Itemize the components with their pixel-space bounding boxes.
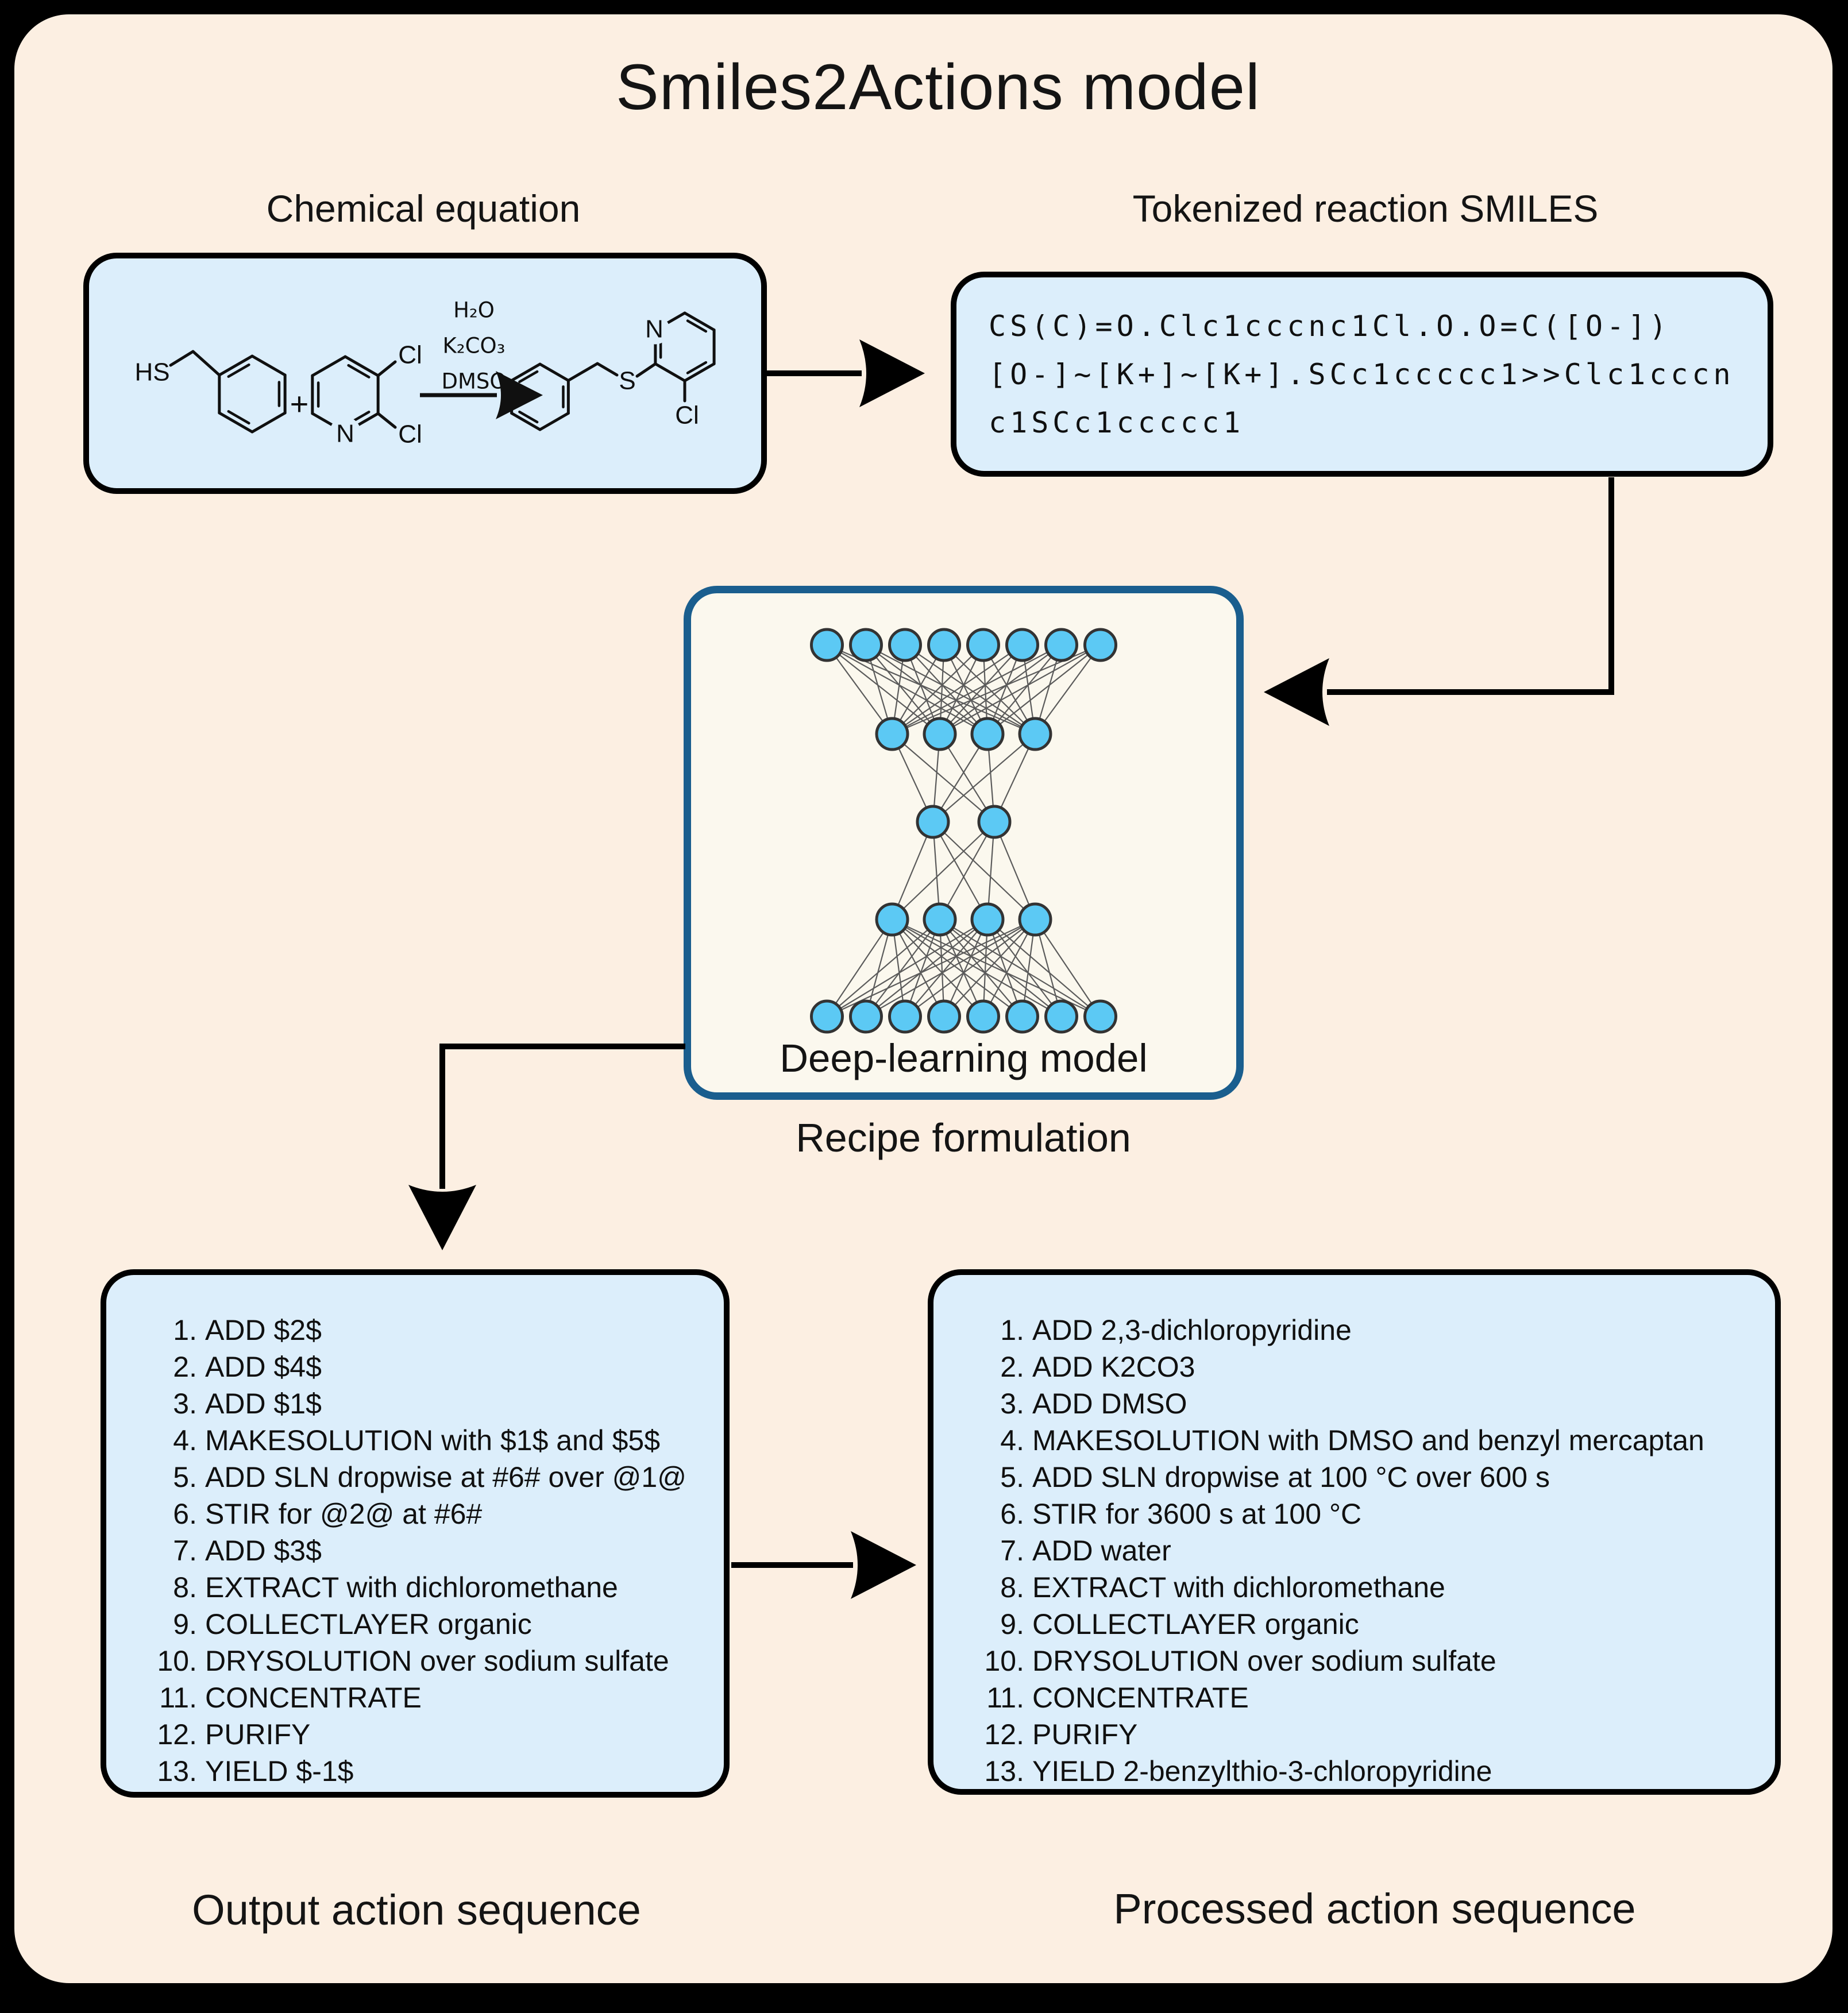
- action-row: 6.STIR for @2@ at #6#: [173, 1498, 483, 1530]
- reagent-k2co3: K₂CO₃: [443, 334, 506, 358]
- action-row: 4.MAKESOLUTION with $1$ and $5$: [173, 1424, 661, 1456]
- network-node: [927, 999, 961, 1034]
- action-row: 5.ADD SLN dropwise at 100 °C over 600 s: [1000, 1461, 1550, 1493]
- action-row: 9.COLLECTLAYER organic: [173, 1608, 532, 1640]
- network-node: [810, 999, 844, 1034]
- network-node: [1083, 628, 1117, 662]
- smiles-line: [O-]~[K+]~[K+].SCc1ccccc1>>Clc1cccn: [989, 357, 1735, 391]
- network-node: [966, 628, 1000, 662]
- action-row: 6.STIR for 3600 s at 100 °C: [1000, 1498, 1362, 1530]
- action-row: 7.ADD water: [1000, 1535, 1171, 1567]
- action-row: 8.EXTRACT with dichloromethane: [173, 1571, 618, 1604]
- network-node: [1005, 628, 1039, 662]
- tokenized-smiles-panel: CS(C)=O.Clc1cccnc1Cl.O.O=C([O-]) [O-]~[K…: [951, 272, 1773, 477]
- network-node: [849, 999, 883, 1034]
- network-node: [923, 717, 957, 751]
- reagent-water: H₂O: [453, 298, 495, 323]
- action-row: 5.ADD SLN dropwise at #6# over @1@: [173, 1461, 686, 1493]
- action-row: 10.DRYSOLUTION over sodium sulfate: [984, 1645, 1496, 1677]
- sulfide-atom-label: S: [619, 367, 635, 395]
- network-node: [966, 999, 1000, 1034]
- arrow-chem-to-smiles-icon: [767, 339, 925, 407]
- product-nitrogen-label: N: [645, 315, 663, 343]
- plus-sign: +: [290, 386, 309, 422]
- action-row: 10.DRYSOLUTION over sodium sulfate: [157, 1645, 669, 1677]
- network-node: [849, 628, 883, 662]
- arrow-output-to-processed-icon: [731, 1531, 916, 1599]
- network-node: [977, 805, 1012, 839]
- tokenized-smiles-label: Tokenized reaction SMILES: [1132, 187, 1599, 230]
- pyridine-nitrogen-label: N: [336, 420, 354, 448]
- network-node: [875, 717, 909, 751]
- action-row: 9.COLLECTLAYER organic: [1000, 1608, 1359, 1640]
- network-node: [970, 717, 1005, 751]
- action-row: 13.YIELD $-1$: [157, 1755, 354, 1787]
- network-node: [1018, 717, 1052, 751]
- arrow-smiles-to-model-icon: [1264, 477, 1614, 726]
- action-row: 4.MAKESOLUTION with DMSO and benzyl merc…: [1000, 1424, 1704, 1456]
- network-node: [923, 902, 957, 937]
- network-node: [888, 999, 922, 1034]
- action-row: 8.EXTRACT with dichloromethane: [1000, 1571, 1445, 1604]
- chloro-top-label: Cl: [398, 341, 422, 369]
- chloro-bottom-label: Cl: [398, 420, 422, 449]
- network-node: [916, 805, 950, 839]
- smiles-line: c1SCc1ccccc1: [989, 405, 1245, 439]
- reaction-scheme-drawing: HS + N Cl Cl H₂O K₂CO₃ DMSO S N Cl: [134, 298, 716, 449]
- neural-network-icon: [810, 628, 1117, 1034]
- action-row: 2.ADD $4$: [173, 1351, 322, 1383]
- action-row: 2.ADD K2CO3: [1000, 1351, 1195, 1383]
- chemical-equation-label: Chemical equation: [266, 187, 581, 230]
- page-title: Smiles2Actions model: [616, 51, 1260, 123]
- network-node: [1083, 999, 1117, 1034]
- chemical-equation-panel: HS + N Cl Cl H₂O K₂CO₃ DMSO S N Cl: [83, 253, 767, 494]
- output-sequence-label: Output action sequence: [192, 1886, 641, 1934]
- action-row: 3.ADD $1$: [173, 1388, 322, 1420]
- product-chloro-label: Cl: [675, 401, 699, 430]
- network-node: [927, 628, 961, 662]
- processed-action-sequence-panel: 1.ADD 2,3-dichloropyridine 2.ADD K2CO3 3.A…: [928, 1269, 1781, 1795]
- reaction-arrowhead-icon: [496, 371, 543, 419]
- network-node: [888, 628, 922, 662]
- action-row: 12.PURIFY: [984, 1718, 1138, 1751]
- network-node: [1044, 628, 1078, 662]
- action-row: 3.ADD DMSO: [1000, 1388, 1187, 1420]
- deep-learning-model-panel: Deep-learning model: [684, 586, 1244, 1100]
- action-row: 1.ADD $2$: [173, 1314, 322, 1346]
- action-row: 7.ADD $3$: [173, 1535, 322, 1567]
- thiol-atom-label: HS: [134, 358, 169, 387]
- network-node: [875, 902, 909, 937]
- network-node: [970, 902, 1005, 937]
- network-node: [1005, 999, 1039, 1034]
- arrow-model-to-output-icon: [408, 1044, 685, 1250]
- deep-learning-model-caption: Deep-learning model: [780, 1036, 1148, 1080]
- action-row: 11.CONCENTRATE: [159, 1682, 422, 1714]
- smiles-line: CS(C)=O.Clc1cccnc1Cl.O.O=C([O-]): [989, 309, 1671, 343]
- output-action-sequence-panel: 1.ADD $2$ 2.ADD $4$ 3.ADD $1$ 4.MAKESOLUTIO…: [101, 1269, 730, 1798]
- figure-canvas: Smiles2Actions model Chemical equation T…: [14, 14, 1832, 1983]
- network-node: [810, 628, 844, 662]
- network-node: [1044, 999, 1078, 1034]
- action-row: 1.ADD 2,3-dichloropyridine: [1000, 1314, 1352, 1346]
- processed-sequence-label: Processed action sequence: [1113, 1885, 1636, 1933]
- reagent-dmso: DMSO: [441, 369, 506, 394]
- network-node: [1018, 902, 1052, 937]
- recipe-formulation-label: Recipe formulation: [796, 1115, 1131, 1160]
- action-row: 12.PURIFY: [157, 1718, 311, 1751]
- action-row: 13.YIELD 2-benzylthio-3-chloropyridine: [984, 1755, 1492, 1787]
- action-row: 11.CONCENTRATE: [986, 1682, 1249, 1714]
